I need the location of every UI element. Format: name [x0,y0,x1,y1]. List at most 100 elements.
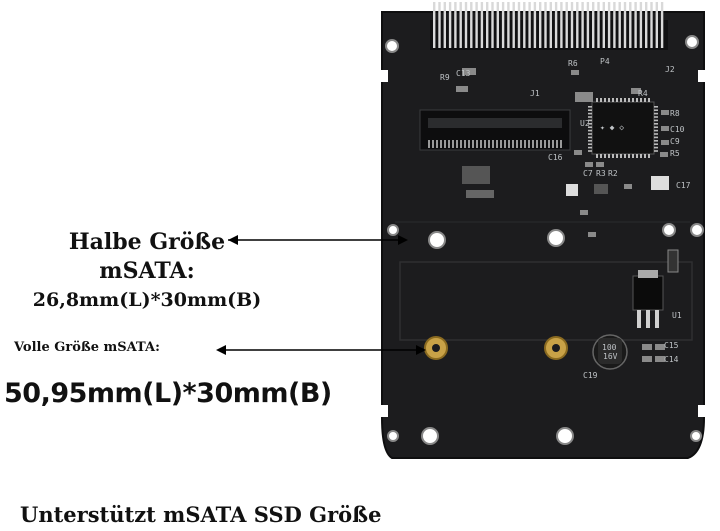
header-pin [586,2,590,48]
header-pin [576,2,579,48]
chip-pin [604,98,606,102]
socket-pin [500,140,502,148]
caption: Unterstützt mSATA SSD Größe [20,502,382,527]
chip-pin [616,154,618,158]
chip-pin [588,133,592,135]
chip-pin [644,98,646,102]
chip-pin [588,140,592,142]
socket-pin [504,140,506,148]
half-size-dims: 26,8mm(L)*30mm(B) [32,289,262,311]
header-pin [581,2,584,48]
header-pin [496,2,499,48]
chip-pin [654,116,658,118]
socket-pin [436,140,438,148]
header-pin [491,2,494,48]
chip-pin [654,129,658,132]
socket-pin [508,140,510,148]
header-pin [607,2,611,48]
chip-pin [608,98,610,102]
socket-pin [432,140,434,148]
chip-pin [654,143,658,145]
silk-r4: R4 [638,89,648,98]
chip-pin [624,98,626,102]
socket-pin [492,140,494,148]
header-pin [592,2,595,48]
chip-pin [636,154,638,158]
chip-pin [588,109,592,111]
silk-c15: C15 [664,341,679,350]
chip-pin [654,109,658,111]
mounting-holes [385,35,704,445]
header-pin [539,2,542,48]
chip-pin [588,146,592,149]
half-size-title: Halbe Größe [68,229,226,255]
silk-r2: R2 [608,169,618,178]
arrow-head-left-icon [228,235,238,245]
socket-pin [440,140,442,148]
header-pin [459,2,462,48]
chip-pin [632,154,634,158]
socket-pin [524,140,526,148]
chip-pin [596,98,598,102]
socket-pin [456,140,458,148]
chip-pin [588,116,592,118]
socket-pin [496,140,498,148]
header-pin [528,2,531,48]
full-size-title: Volle Größe mSATA: [14,340,160,355]
socket-pin [480,140,482,148]
half-size-type: mSATA: [99,258,195,284]
socket-pin [536,140,538,148]
chip-pin [628,154,630,158]
silk-r9: R9 [440,73,450,82]
header-pin [454,2,457,48]
header-pin [523,2,526,48]
chip-pin [588,123,592,125]
header-pin [655,2,658,48]
chip-pin [588,126,592,128]
silk-c13: C13 [456,69,471,78]
header-pin [470,2,473,48]
silk-p4: P4 [600,57,610,66]
chip-pin [588,106,592,108]
chip-pin [620,154,622,158]
header-pin [560,2,563,48]
arrow-head-right-icon [416,345,426,355]
socket-pin [460,140,462,148]
chip-pin [600,154,602,158]
arrow-head-right-icon [398,235,408,245]
header-pin [549,2,552,48]
header-pin [475,2,478,48]
silk-c16: C16 [548,153,563,162]
socket-pin [452,140,454,148]
arrow-head-left-icon [216,345,226,355]
header-pin [433,2,436,48]
ide-pin-header [430,2,668,50]
chip-pin [612,98,614,102]
chip-pin [654,136,658,139]
full-size-dims: 50,95mm(L)*30mm(B) [4,378,332,409]
chip-pin [644,154,646,158]
header-pin [443,2,446,48]
header-pin [486,2,489,48]
chip-pin [588,129,592,132]
chip-pin [648,98,650,102]
silk-c19: C19 [583,371,598,380]
header-pin [438,2,441,48]
header-pin [554,2,558,48]
cap-value: 100 [602,343,617,352]
silk-r5: R5 [670,149,680,158]
smd-components [456,68,679,362]
chip-pin [588,136,592,139]
header-pin [618,2,621,48]
header-pin [480,2,484,48]
electrolytic-capacitor: 100 16V [592,334,628,370]
svg-text:✦ ◆ ◇: ✦ ◆ ◇ [600,123,624,132]
silk-u1: U1 [672,311,682,320]
socket-pin [540,140,542,148]
socket-pin [468,140,470,148]
chip-pin [654,140,658,142]
header-pin [634,2,637,48]
chip-pin [636,98,638,102]
chip-pin [612,154,614,158]
header-pin [602,2,605,48]
